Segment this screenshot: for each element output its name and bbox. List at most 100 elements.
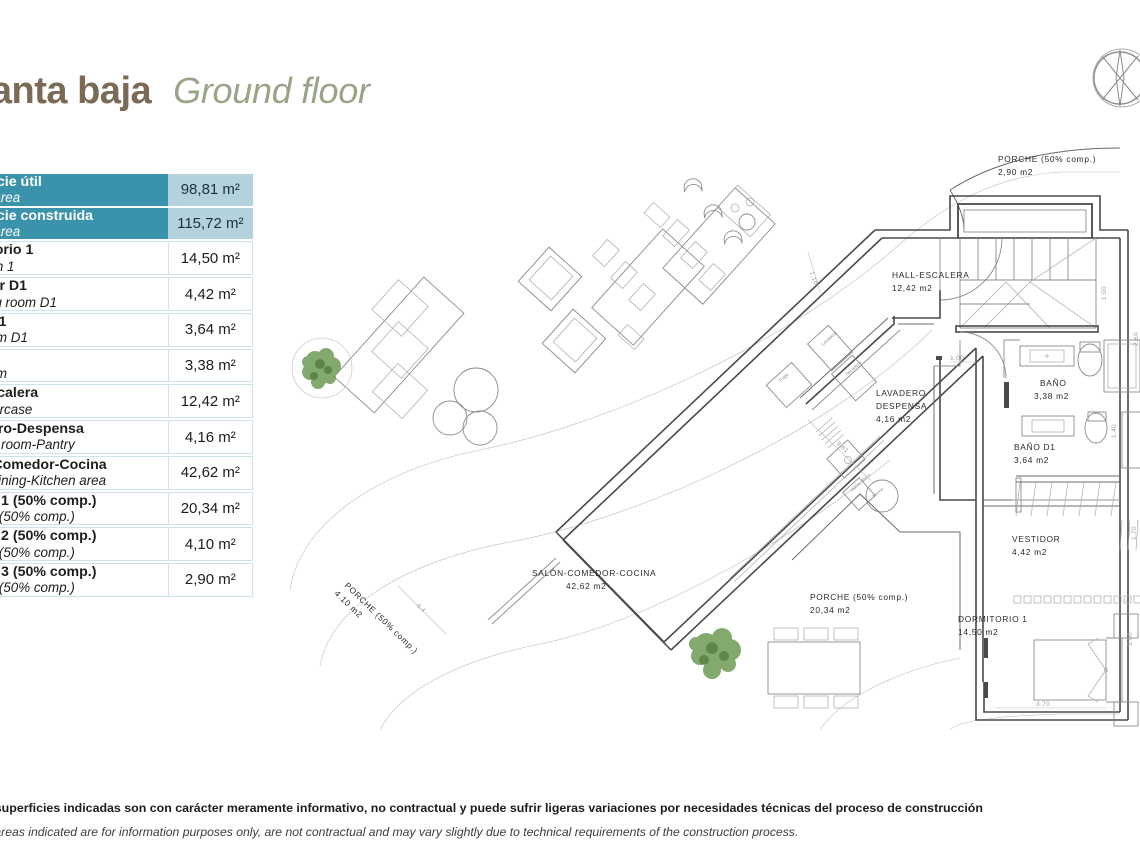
dining-table (591, 201, 726, 351)
fitting-label-lavadora: Lavadora (820, 330, 838, 347)
dimension-lines: 9.61 4.4 1.10 1.00 2.60 1.00 1.40 1.70 3… (397, 251, 1140, 709)
page-title-es: Planta baja (0, 70, 152, 112)
areas-table-row: Baño D1Bathroom D13,64 m² (0, 312, 253, 347)
label-lavadero-name2: DESPENSA (876, 401, 927, 411)
coffee-tables (432, 367, 499, 446)
dimension-hall-mid: 1.00 (950, 355, 964, 362)
areas-table-row: Salón-Comedor-CocinaLiving-Dining-Kitche… (0, 455, 253, 490)
areas-table-row: Hall-EscaleraHall-Staircase12,42 m² (0, 384, 253, 419)
area-name-es: Baño (0, 350, 168, 366)
area-name-en: Porch 3 (50% comp.) (0, 580, 75, 596)
fitting-label-termo: Termo (871, 486, 884, 499)
building-envelope (555, 229, 984, 651)
area-row-name: Porche 3 (50% comp.)Porch 3 (50% comp.) (0, 563, 168, 597)
kitchen-island (662, 178, 776, 305)
area-name-en: Usable area (0, 190, 21, 206)
label-lavadero-name1: LAVADERO (876, 388, 926, 398)
label-bano-area: 3,38 m2 (1034, 391, 1069, 401)
area-row-name: Porche 2 (50% comp.)Porch 2 (50% comp.) (0, 527, 168, 562)
area-row-name: Salón-Comedor-CocinaLiving-Dining-Kitche… (0, 455, 168, 490)
label-salon-name: SALÓN-COMEDOR-COCINA (532, 568, 656, 578)
area-row-value: 3,64 m² (167, 312, 253, 347)
page-title: Planta baja Ground floor (0, 70, 370, 113)
dimension-dorm-bottom: 3.70 (1036, 701, 1050, 708)
sliding-glazing (487, 435, 885, 625)
area-name-en: Laundry room-Pantry (0, 437, 75, 453)
area-row-name: Dormitorio 1Bedroom 1 (0, 241, 168, 276)
label-lavadero-area: 4,16 m2 (876, 414, 911, 424)
area-name-en: Living-Dining-Kitchen area (0, 473, 107, 489)
disclaimer-en: The areas indicated are for information … (0, 825, 799, 840)
lavadero-walls (892, 290, 976, 501)
dimension-stair-right: 1.00 (1101, 286, 1108, 300)
room-labels: PORCHE (50% comp.) 2,90 m2 HALL-ESCALERA… (333, 154, 1096, 656)
areas-table: Superficie útilUsable area98,81 m²Superf… (0, 172, 253, 599)
area-row-value: 4,10 m² (167, 527, 253, 562)
label-bano-name: BAÑO (1040, 378, 1067, 388)
label-porche1-name: PORCHE (50% comp.) (810, 592, 908, 602)
area-row-value: 42,62 m² (167, 455, 253, 490)
areas-table-row: Porche 2 (50% comp.)Porch 2 (50% comp.)4… (0, 527, 253, 562)
area-row-value: 98,81 m² (167, 174, 253, 206)
disclaimer-es: Las superficies indicadas son con caráct… (0, 801, 983, 815)
staircase (955, 203, 1099, 333)
porche-1-terrace (791, 493, 961, 731)
area-name-es: Porche 1 (50% comp.) (0, 492, 97, 509)
area-row-name: Hall-EscaleraHall-Staircase (0, 384, 168, 419)
areas-table-row: BañoBathroom3,38 m² (0, 348, 253, 383)
area-name-en: Usable area (0, 224, 21, 240)
area-row-value: 4,42 m² (167, 277, 253, 311)
label-porche1-area: 20,34 m2 (810, 605, 851, 615)
areas-table-row: Dormitorio 1Bedroom 114,50 m² (0, 241, 253, 276)
area-row-value: 3,38 m² (167, 348, 253, 383)
bano-room (1003, 339, 1140, 408)
compass-rose-icon (1078, 44, 1140, 116)
dimension-dorm-right: 3.00 (1127, 632, 1134, 646)
vestidor-room (1012, 481, 1140, 604)
areas-table-row: Lavadero-DespensaLaundry room-Pantry4,16… (0, 420, 253, 454)
label-hall-area: 12,42 m2 (892, 283, 933, 293)
armchairs (517, 246, 607, 374)
site-boundary (289, 171, 1120, 731)
bar-stools (683, 178, 743, 245)
areas-table-row: Porche 3 (50% comp.)Porch 3 (50% comp.)2… (0, 563, 253, 597)
area-row-name: BañoBathroom (0, 348, 168, 383)
label-dormitorio-name: DORMITORIO 1 (958, 614, 1028, 624)
area-name-en: Porch 1 (50% comp.) (0, 508, 75, 524)
tree-left (291, 337, 353, 399)
fitting-label-frigo: Frigo (778, 372, 789, 383)
dimension-hall-top: 1.10 (808, 270, 819, 286)
label-porche3-name: PORCHE (50% comp.) (998, 154, 1096, 164)
area-name-en: Bathroom D1 (0, 330, 28, 346)
area-name-es: Lavadero-Despensa (0, 421, 84, 438)
area-row-value: 20,34 m² (167, 491, 253, 526)
area-name-es: Salón-Comedor-Cocina (0, 456, 107, 473)
area-row-name: Vestidor D1Dressing room D1 (0, 277, 168, 311)
area-row-name: Baño D1Bathroom D1 (0, 312, 168, 347)
area-row-value: 12,42 m² (167, 384, 253, 419)
area-name-es: Baño D1 (0, 313, 7, 330)
area-name-es: Dormitorio 1 (0, 242, 34, 259)
dimension-bano-right: 2.60 (1133, 332, 1140, 346)
area-name-en: Dressing room D1 (0, 294, 57, 310)
areas-table-row: Porche 1 (50% comp.)Porch 1 (50% comp.) 2… (0, 491, 253, 526)
area-row-name: Superficie construidaUsable area (0, 207, 168, 240)
area-name-es: Porche 2 (50% comp.) (0, 528, 97, 545)
tree-center (689, 628, 741, 679)
label-vestidor-area: 4,42 m2 (1012, 547, 1047, 557)
fitting-label-secadora: Secadora (844, 360, 862, 377)
label-porche2-name: PORCHE (50% comp.) (343, 580, 421, 655)
area-name-es: Hall-Escalera (0, 385, 39, 402)
disclaimer-footer: Las superficies indicadas son con caráct… (0, 800, 1140, 841)
dormitorio-1-room (984, 613, 1139, 727)
sofa (333, 276, 465, 419)
vestidor-wardrobe-run (1013, 595, 1140, 604)
fitting-label-horno: Horno Micro (849, 472, 871, 493)
dimension-banod1-right: 1.40 (1111, 424, 1118, 438)
floor-plan: .w {fill:none;stroke:#4a4a4a;stroke-widt… (260, 30, 1140, 770)
label-banod1-name: BAÑO D1 (1014, 442, 1056, 452)
label-salon-area: 42,62 m2 (566, 581, 607, 591)
area-name-es: Vestidor D1 (0, 278, 28, 295)
label-porche3-area: 2,90 m2 (998, 167, 1033, 177)
area-row-name: Superficie útilUsable area (0, 174, 168, 206)
